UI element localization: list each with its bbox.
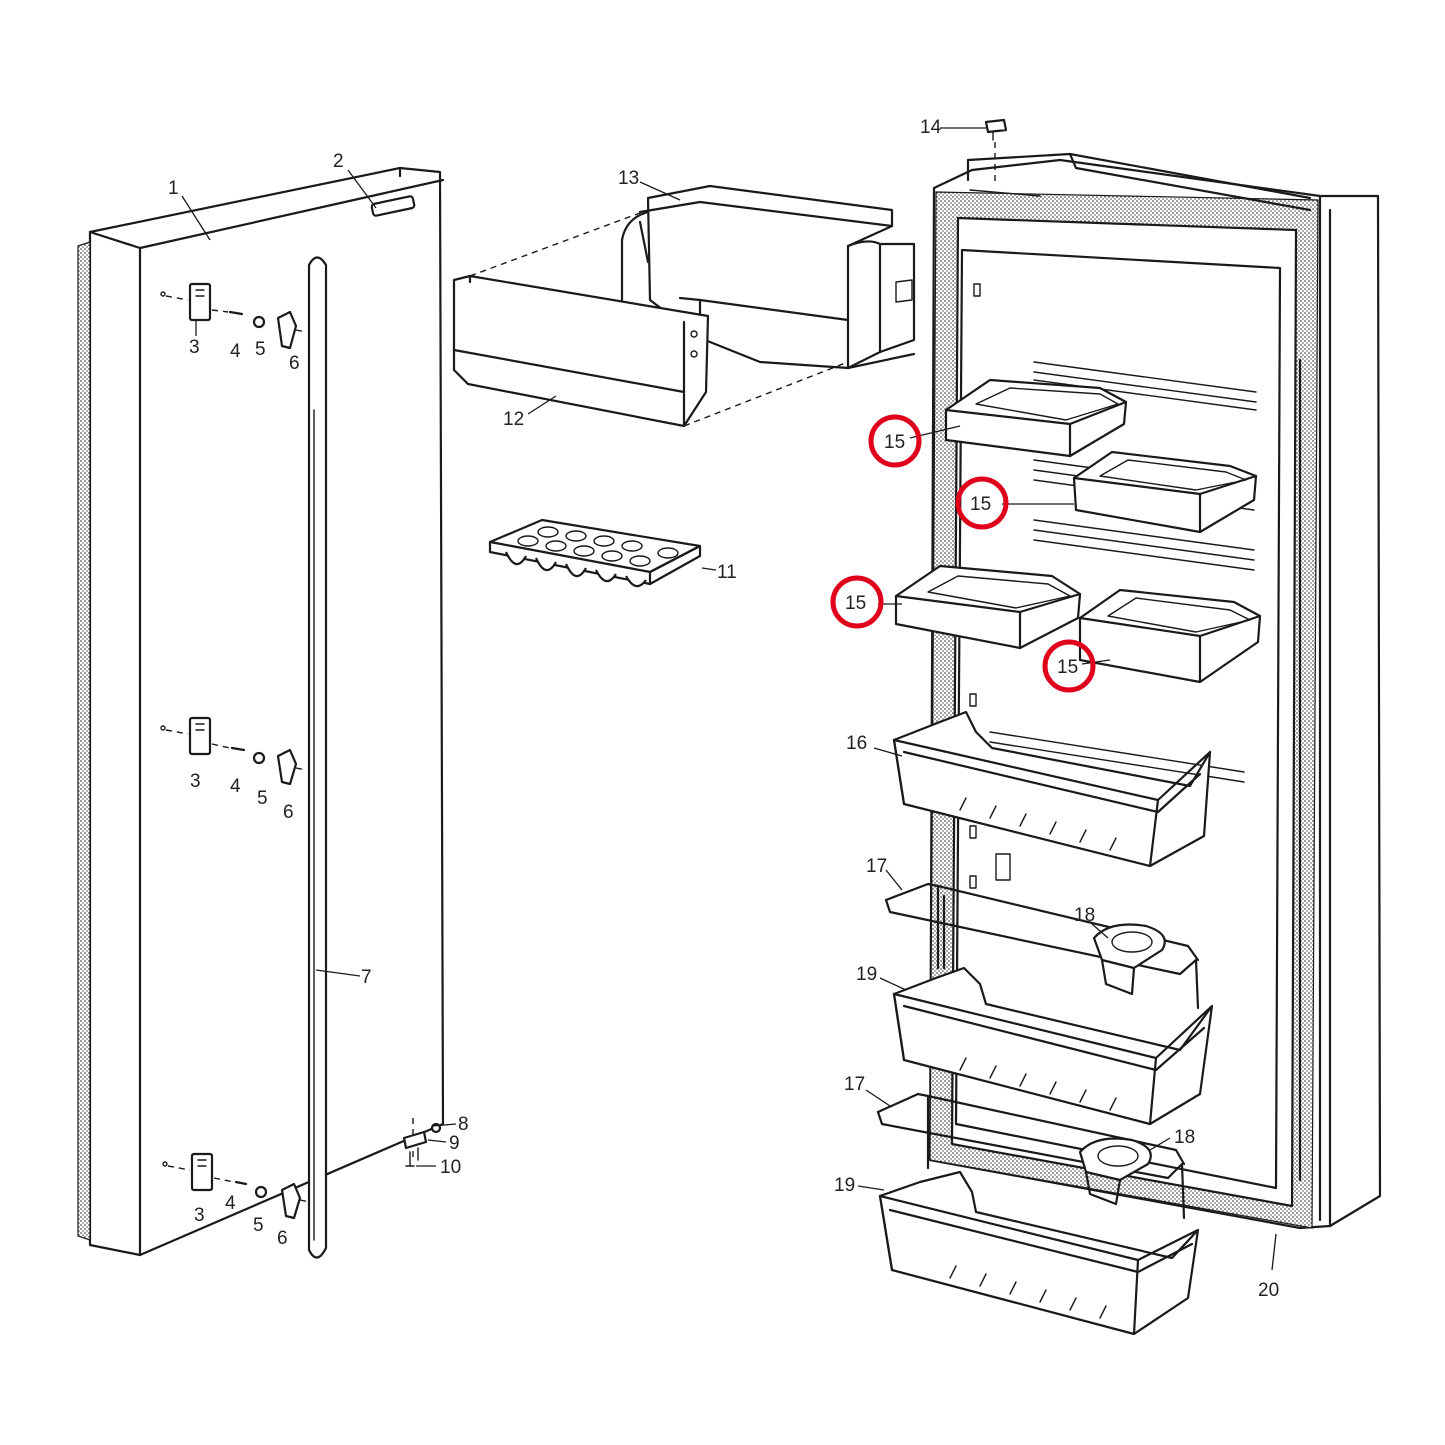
bottle-clip-part-18-lower xyxy=(1078,1137,1152,1206)
callout-14: 14 xyxy=(920,117,942,138)
callout-4-top: 4 xyxy=(230,341,241,362)
callout-8: 8 xyxy=(458,1114,469,1135)
callout-7: 7 xyxy=(361,967,372,988)
callout-3-middle: 3 xyxy=(190,771,201,792)
callout-18-lower: 18 xyxy=(1174,1127,1195,1148)
callout-5-bottom: 5 xyxy=(253,1215,264,1236)
callout-5-top: 5 xyxy=(255,339,266,360)
hinge-set-middle xyxy=(160,716,307,786)
callout-13: 13 xyxy=(618,168,639,189)
highlight-circle-15-b xyxy=(955,476,1009,530)
hinge-set-top xyxy=(160,282,307,350)
leader-lines xyxy=(181,127,1277,1271)
callout-19-upper: 19 xyxy=(856,964,877,985)
bottle-rail-part-17-lower xyxy=(876,1092,1186,1220)
callout-12: 12 xyxy=(503,409,524,430)
callout-15-b: 15 xyxy=(970,494,991,515)
callout-17-lower: 17 xyxy=(844,1074,865,1095)
egg-tray-part-11 xyxy=(488,518,702,588)
door-shelf-part-15-a xyxy=(944,378,1128,458)
callout-9: 9 xyxy=(449,1133,460,1154)
highlight-circle-15-a xyxy=(868,414,922,468)
callout-6-bottom: 6 xyxy=(277,1228,288,1249)
door-bin-part-16 xyxy=(892,710,1212,868)
callout-16: 16 xyxy=(846,733,867,754)
callout-19-lower: 19 xyxy=(834,1175,855,1196)
callout-6-top: 6 xyxy=(289,353,300,374)
callout-labels: 1 2 3 4 5 6 3 4 5 6 3 4 5 6 7 8 9 10 11 … xyxy=(168,117,1279,1301)
callout-6-middle: 6 xyxy=(283,802,294,823)
callout-18-upper: 18 xyxy=(1074,905,1095,926)
inner-door-liner-part-20 xyxy=(928,152,1382,1230)
callout-3-bottom: 3 xyxy=(194,1205,205,1226)
highlight-circle-15-d xyxy=(1042,639,1096,693)
dairy-door-part-12 xyxy=(452,209,849,428)
callout-15-a: 15 xyxy=(884,432,905,453)
door-shelf-part-15-c xyxy=(894,564,1082,650)
callout-5-middle: 5 xyxy=(257,788,268,809)
top-pin-part-14 xyxy=(984,118,1008,186)
callout-1: 1 xyxy=(168,178,179,199)
door-panel-part-1 xyxy=(77,166,445,1259)
bottle-clip-part-18-upper xyxy=(1092,923,1166,996)
callout-3-top: 3 xyxy=(189,337,200,358)
highlight-circles-part-15 xyxy=(830,414,1096,693)
callout-15-d: 15 xyxy=(1057,657,1078,678)
callout-10: 10 xyxy=(440,1157,461,1178)
callout-4-middle: 4 xyxy=(230,776,241,797)
door-bin-part-19-upper xyxy=(892,966,1214,1126)
bottle-rail-part-17-upper xyxy=(884,882,1200,1010)
handle-strip-part-7 xyxy=(307,256,328,1259)
callout-4-bottom: 4 xyxy=(225,1193,236,1214)
door-bin-part-19-lower xyxy=(878,1170,1200,1336)
door-shelf-part-15-d xyxy=(1078,588,1262,684)
callout-20: 20 xyxy=(1258,1280,1279,1301)
callout-2: 2 xyxy=(333,151,344,172)
door-shelf-part-15-b xyxy=(1072,450,1258,534)
callout-11: 11 xyxy=(717,562,737,583)
highlight-circle-15-c xyxy=(830,575,884,629)
hinge-set-bottom xyxy=(162,1152,311,1220)
callout-15-c: 15 xyxy=(845,593,866,614)
callout-17-upper: 17 xyxy=(866,856,887,877)
badge-part-2 xyxy=(370,195,416,217)
